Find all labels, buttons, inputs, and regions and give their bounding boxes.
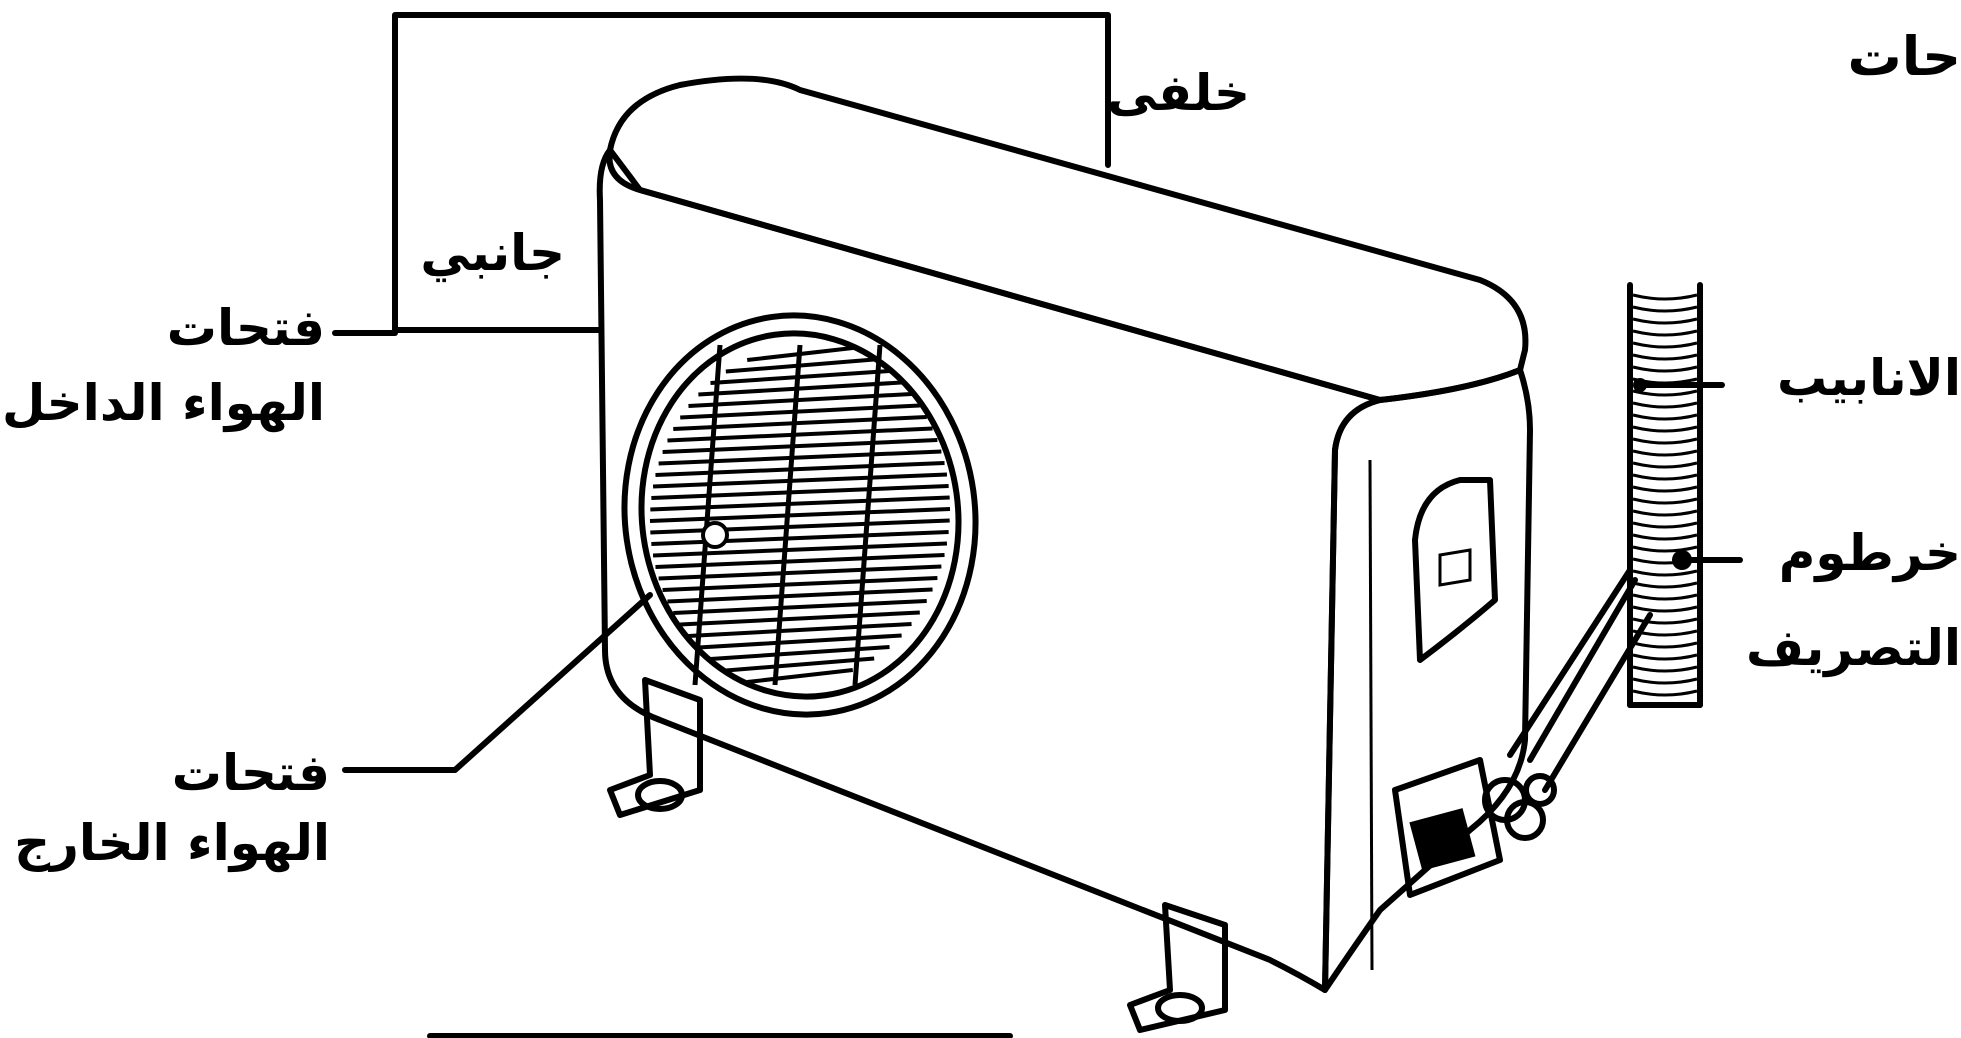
grille-slats	[650, 345, 950, 685]
pipe-ridge	[1633, 343, 1697, 347]
pipe-ridge	[1633, 619, 1697, 623]
grille-slat	[655, 555, 944, 567]
pipe-ridge	[1633, 319, 1697, 323]
pipe-ridge	[1633, 643, 1697, 647]
pipe-ridge	[1633, 631, 1697, 635]
pipe-ridge	[1633, 403, 1697, 407]
side-handle	[1415, 480, 1495, 660]
label-outlet-line1: فتحات	[172, 744, 330, 802]
label-side: جانبي	[420, 224, 565, 282]
grille-slat	[680, 613, 920, 625]
pipe-ridge	[1633, 691, 1697, 695]
outdoor-unit-body	[600, 79, 1530, 990]
grille-slat	[673, 417, 926, 429]
label-outlet-line2: الهواء الخارج	[14, 814, 330, 873]
pipe-ridge	[1633, 391, 1697, 395]
pipe-ridge	[1633, 355, 1697, 359]
pipe-ridge	[1633, 427, 1697, 431]
grille-slat	[650, 509, 950, 521]
label-corner-partial: حات	[1848, 25, 1961, 88]
grille-slat	[667, 590, 932, 602]
pipe-ridge	[1633, 607, 1697, 611]
pipe-ridge	[1633, 439, 1697, 443]
label-inlet-line1: فتحات	[167, 299, 325, 357]
grille-slat	[698, 383, 901, 395]
grille-slat	[663, 440, 938, 452]
grille-slat	[667, 429, 932, 441]
label-pipes: الانابيب	[1777, 349, 1961, 407]
grille-slat	[650, 498, 949, 510]
pipe-ridge	[1633, 523, 1697, 527]
vertical-pipe	[1630, 285, 1700, 705]
label-inlet-line2: الهواء الداخل	[2, 374, 325, 433]
grille-slat	[655, 463, 944, 475]
pipe-ridge	[1633, 499, 1697, 503]
wall-outline	[395, 15, 1108, 330]
pipe-ridge	[1633, 331, 1697, 335]
grille-slat	[659, 452, 942, 464]
grille-slat	[688, 624, 911, 636]
grille-slat	[710, 647, 889, 659]
pipe-ridge	[1633, 307, 1697, 311]
fan-grille	[599, 293, 1001, 738]
label-drain-line1: خرطوم	[1779, 524, 1961, 583]
grille-slat	[653, 544, 947, 556]
grille-slat	[653, 475, 947, 487]
grille-slat	[651, 532, 948, 544]
pipe-ridge	[1633, 511, 1697, 515]
pipe-ridge	[1633, 583, 1697, 587]
pipe-ridge	[1633, 571, 1697, 575]
pipe-ridge	[1633, 415, 1697, 419]
pipe-ridge	[1633, 535, 1697, 539]
grille-slat	[747, 670, 853, 682]
pipe-ridge	[1633, 547, 1697, 551]
grille-slat	[673, 601, 926, 613]
pipe-ridge	[1633, 475, 1697, 479]
pipe-ridge	[1633, 487, 1697, 491]
pipe-ridge	[1633, 655, 1697, 659]
pipe-ridge	[1633, 451, 1697, 455]
grille-slat	[650, 521, 949, 533]
grille-slat	[651, 486, 948, 498]
pipe-ridge	[1633, 667, 1697, 671]
label-back: خلفى	[1107, 64, 1250, 122]
pipe-ridge	[1633, 295, 1697, 299]
pipe-ridge	[1633, 463, 1697, 467]
grille-center-icon	[703, 523, 727, 547]
grille-slat	[698, 636, 901, 648]
label-drain-line2: التصريف	[1746, 619, 1961, 678]
pipe-ridge	[1633, 367, 1697, 371]
pipe-ridge	[1633, 679, 1697, 683]
pipe-ridge	[1633, 595, 1697, 599]
